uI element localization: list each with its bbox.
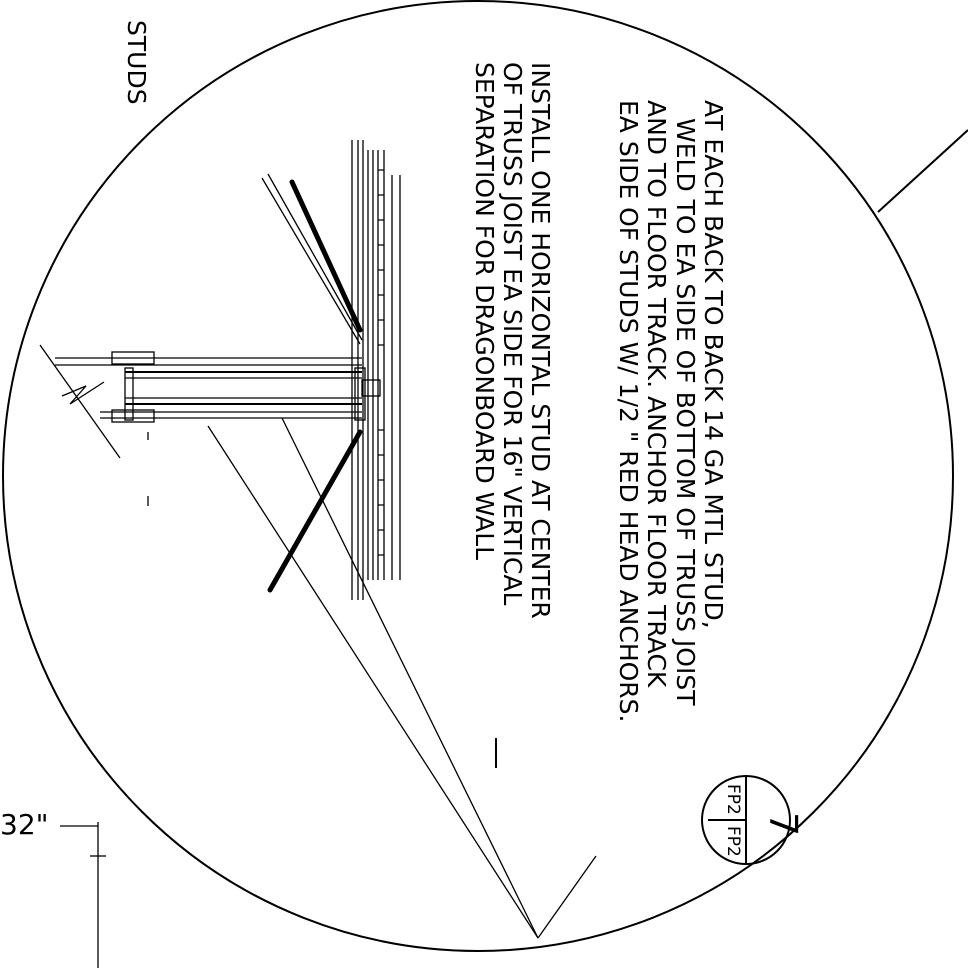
detail-sheet-left: FP2 <box>723 784 743 815</box>
note-2-line-3: SEPARATION FOR DRAGONBOARD WALL <box>470 62 499 560</box>
dimension-label: 32" <box>0 808 49 841</box>
note-1: AT EACH BACK TO BACK 14 GA MTL STUD, WEL… <box>614 100 728 723</box>
note-1-line-3: AND TO FLOOR TRACK. ANCHOR FLOOR TRACK <box>642 100 671 688</box>
break-diagonal <box>39 344 121 459</box>
floor-track-assembly <box>351 140 401 600</box>
detail-sheet-right: FP2 <box>723 826 743 857</box>
detail-number: 7 <box>761 812 805 836</box>
note-1-line-1: AT EACH BACK TO BACK 14 GA MTL STUD, <box>699 100 728 629</box>
note-2: INSTALL ONE HORIZONTAL STUD AT CENTER OF… <box>470 62 555 619</box>
note-1-line-2: WELD TO EA SIDE OF BOTTOM OF TRUSS JOIST <box>671 118 700 706</box>
note-2-line-1: INSTALL ONE HORIZONTAL STUD AT CENTER <box>526 62 555 619</box>
note-2-line-2: OF TRUSS JOIST EA SIDE FOR 16" VERTICAL <box>498 62 527 606</box>
note-1-line-4: EA SIDE OF STUDS W/ 1/2 " RED HEAD ANCHO… <box>614 100 643 723</box>
dimension-group: 32" <box>0 808 106 968</box>
studs-fragment-label: STUDS <box>122 20 151 105</box>
circle-leader-line <box>877 129 968 213</box>
truss-web-members <box>261 173 363 593</box>
truss-joist <box>55 351 381 506</box>
detail-callout: 7 FP2 FP2 <box>701 775 805 865</box>
note-leaders <box>207 417 597 939</box>
break-line <box>61 381 105 405</box>
detail-circle <box>2 0 954 952</box>
